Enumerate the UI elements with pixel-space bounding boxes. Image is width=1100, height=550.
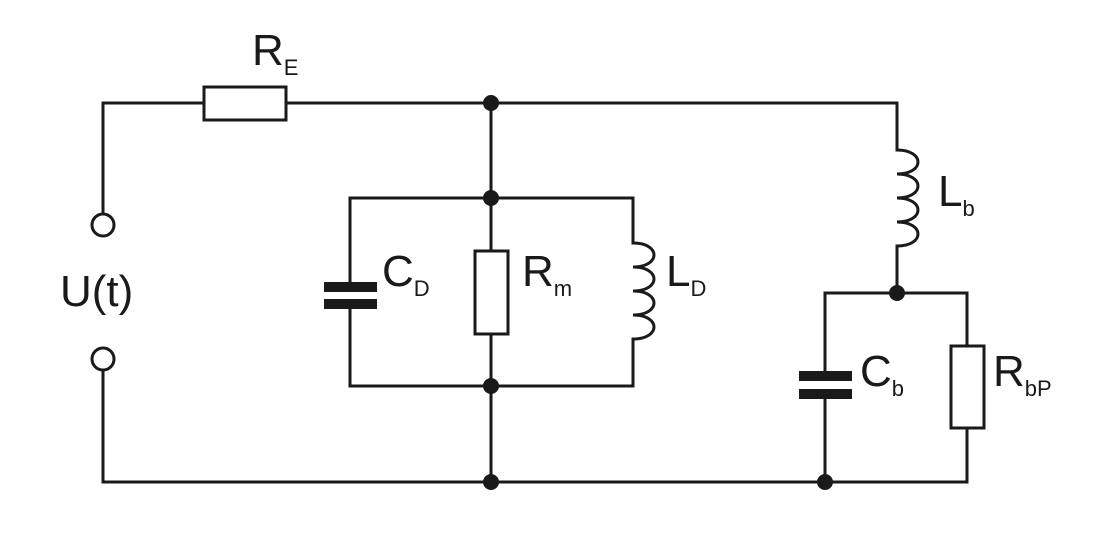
inductor-lb [895,148,920,248]
capacitor-cb-plate-bottom [799,389,852,399]
label-source: U(t) [60,267,133,316]
junction-node [483,190,499,206]
label-lb: Lb [938,167,975,221]
label-ld: LD [666,247,706,301]
junction-node [889,285,905,301]
junction-node [483,474,499,490]
resistor-rm [473,249,510,336]
label-re: RE [252,26,298,80]
capacitor-cb [799,371,852,399]
junction-node [483,378,499,394]
label-cb: Cb [860,347,904,401]
source-terminal-top [90,212,116,238]
junction-node [483,95,499,111]
label-rbp: RbP [993,347,1052,401]
junction-node [817,474,833,490]
label-rm: Rm [522,247,572,301]
label-cd: CD [382,247,430,301]
source-terminal-bottom [90,346,116,372]
junction-nodes [483,95,905,490]
capacitor-cd-plate-bottom [324,299,377,309]
capacitor-cd-plate-top [324,282,377,292]
resistor-rbp [949,344,986,430]
inductor-ld [631,241,656,341]
capacitor-cd [324,282,377,309]
capacitor-cb-plate-top [799,371,852,381]
resistor-re [202,85,288,122]
